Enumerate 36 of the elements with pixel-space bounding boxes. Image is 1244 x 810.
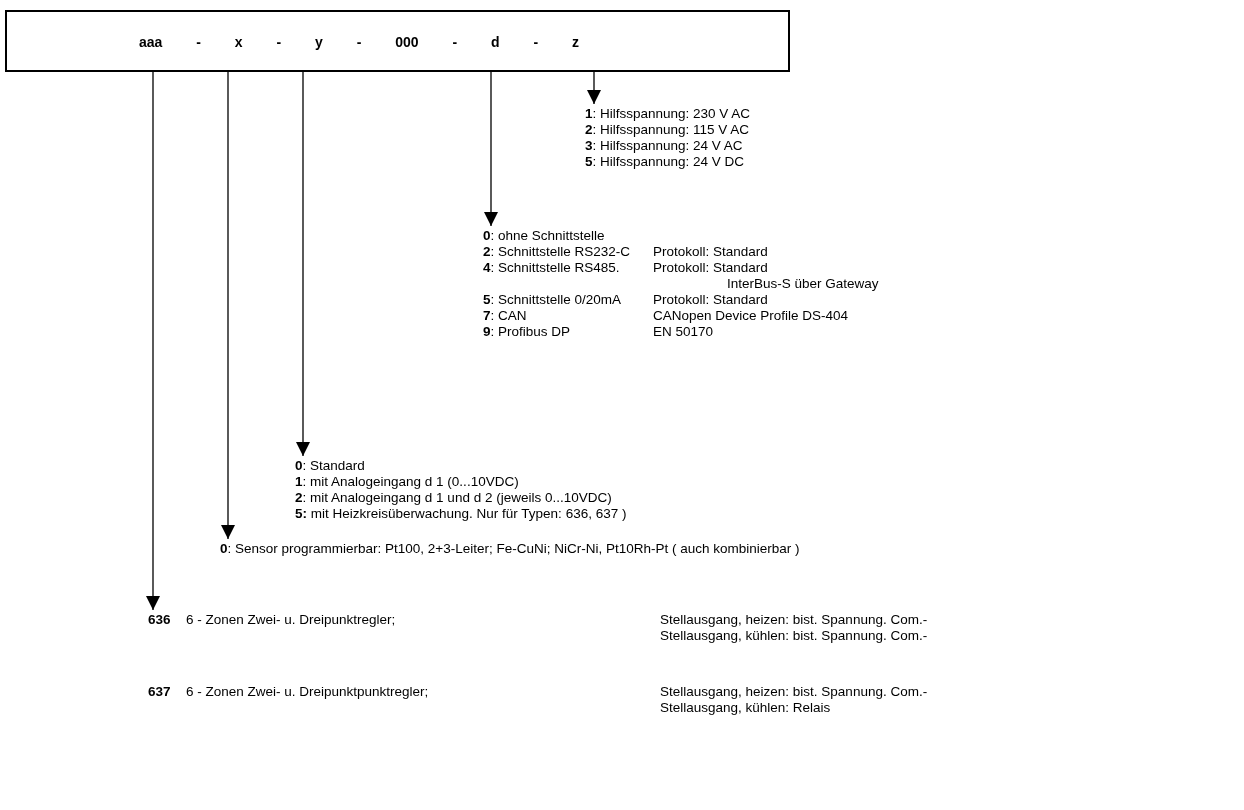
option-text: InterBus-S über Gateway — [727, 276, 879, 292]
option-text: Protokoll: Standard — [653, 260, 768, 276]
type-code: aaa - x - y - 000 - d - z — [139, 34, 580, 50]
arrow — [146, 71, 160, 611]
option-text: 5: Hilfsspannung: 24 V DC — [585, 154, 745, 170]
option-text: 3: Hilfsspannung: 24 V AC — [585, 138, 743, 154]
type-description: 637 — [148, 684, 171, 700]
option-text: 7: CAN — [483, 308, 527, 324]
option-text: 0: ohne Schnittstelle — [483, 228, 605, 244]
option-text: 5: mit Heizkreisüberwachung. Nur für Typen: 636, 637 ) — [295, 506, 627, 522]
code-box — [5, 10, 790, 72]
type-description: Stellausgang, heizen: bist. Spannung. Com.- — [660, 612, 928, 628]
option-text: EN 50170 — [653, 324, 714, 340]
type-description: Stellausgang, kühlen: Relais — [660, 700, 831, 716]
option-text: 5: Schnittstelle 0/20mA — [483, 292, 622, 308]
option-text: 2: Hilfsspannung: 115 V AC — [585, 122, 750, 138]
option-text: 0: Sensor programmierbar: Pt100, 2+3-Leiter; Fe-CuNi; NiCr-Ni, Pt10Rh-Pt ( auch kombinierbar ) — [220, 541, 800, 557]
option-text: 2: Schnittstelle RS232-C — [483, 244, 631, 260]
option-text: 9: Profibus DP — [483, 324, 571, 340]
option-text: CANopen Device Profile DS-404 — [653, 308, 849, 324]
arrow — [587, 71, 601, 105]
arrow — [484, 71, 498, 227]
option-text: 2: mit Analogeingang d 1 und d 2 (jeweils 0...10VDC) — [295, 490, 612, 506]
option-text: 4: Schnittstelle RS485. — [483, 260, 620, 276]
option-text: Protokoll: Standard — [653, 244, 768, 260]
type-description: Stellausgang, kühlen: bist. Spannung. Com.- — [660, 628, 928, 644]
type-description: Stellausgang, heizen: bist. Spannung. Com.- — [660, 684, 928, 700]
option-text: 1: mit Analogeingang d 1 (0...10VDC) — [295, 474, 519, 490]
type-description: 6 - Zonen Zwei- u. Dreipunktregler; — [186, 612, 396, 628]
type-description: 6 - Zonen Zwei- u. Dreipunktpunktregler; — [186, 684, 429, 700]
arrow — [221, 71, 235, 540]
option-text: Protokoll: Standard — [653, 292, 768, 308]
arrow — [296, 71, 310, 457]
option-text: 0: Standard — [295, 458, 365, 474]
option-text: 1: Hilfsspannung: 230 V AC — [585, 106, 751, 122]
type-description: 636 — [148, 612, 171, 628]
